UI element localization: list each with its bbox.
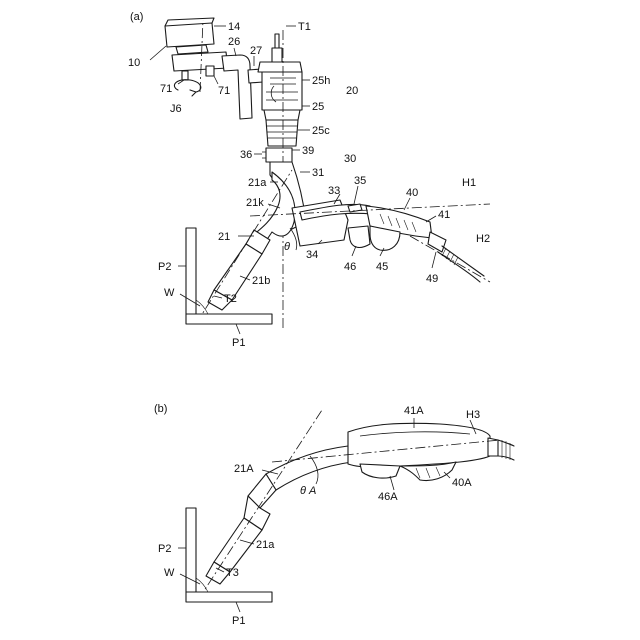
label-25h: 25h [312,75,330,87]
rotation-shaft-right [206,66,214,76]
label-p2: P2 [158,261,171,273]
panel-b: (b) [154,403,514,627]
label-p2-b: P2 [158,543,171,555]
rotation-arrowhead [190,90,196,96]
label-27: 27 [250,45,262,57]
label-40: 40 [406,187,418,199]
label-25: 25 [312,101,324,113]
label-46A: 46A [378,491,398,503]
holder-ring-25 [264,110,300,120]
label-35: 35 [354,175,366,187]
trigger-46 [348,226,370,247]
label-41: 41 [438,209,450,221]
holder-collar-25c [266,120,298,146]
label-h3: H3 [466,409,480,421]
label-20: 20 [346,85,358,97]
panel-b-label: (b) [154,403,167,415]
label-j6: J6 [170,103,182,115]
panel-a: (a) [128,11,490,349]
label-t1: T1 [298,21,311,33]
weld-bead-w-b [196,578,208,592]
leader-71b [214,76,218,84]
label-31: 31 [312,167,324,179]
label-w-b: W [164,567,175,579]
leader-p1-b [236,602,240,612]
label-71-right: 71 [218,85,230,97]
label-71-left: 71 [160,83,172,95]
label-46: 46 [344,261,356,273]
top-pin [275,34,279,48]
label-26: 26 [228,36,240,48]
torch-barrel-21b [214,244,262,300]
label-34: 34 [306,249,318,261]
leader-46A [390,476,394,490]
label-21: 21 [218,231,230,243]
label-45: 45 [376,261,388,273]
cable-lower [438,252,480,282]
label-36: 36 [240,149,252,161]
rotation-shaft-left [182,71,188,80]
cable-connector-49 [428,232,446,252]
label-theta: θ [284,241,290,253]
plate-p1 [186,314,272,324]
label-w: W [164,287,175,299]
handle-41A [348,423,490,467]
label-21a-b: 21a [256,539,275,551]
label-41A: 41A [404,405,424,417]
wrist-flange [176,45,208,54]
label-21A: 21A [234,463,254,475]
label-40A: 40A [452,477,472,489]
torch-neck-21A [266,446,352,490]
label-thetaA: θ A [300,485,316,497]
label-49: 49 [426,273,438,285]
label-30: 30 [344,153,356,165]
label-p1: P1 [232,337,245,349]
cable-ribs-b [502,440,510,460]
wrist-joint-block [172,52,228,71]
axis-t2-line [196,170,292,324]
clamp-screw-36 [262,152,266,158]
leader-10 [150,46,166,60]
leader-41 [426,216,436,222]
label-14: 14 [228,21,240,33]
motor-housing-14 [165,23,214,47]
rotation-arrow-j6 [174,80,200,92]
label-p1-b: P1 [232,615,245,627]
cable-upper [442,246,484,276]
leader-p1 [236,324,240,334]
label-21k: 21k [246,197,264,209]
torch-b [198,410,514,600]
plate-p1-b [186,592,272,602]
label-10: 10 [128,57,140,69]
top-connector [272,48,282,62]
leader-49 [432,252,436,268]
label-h1: H1 [462,177,476,189]
leader-46 [352,246,356,256]
label-25c: 25c [312,125,330,137]
trigger-46A [360,464,400,478]
clamp-39 [266,148,292,162]
angle-arc-theta [290,228,297,250]
label-t2: T2 [224,293,237,305]
panel-a-label: (a) [130,11,143,23]
label-21a: 21a [248,177,267,189]
label-t3: T3 [226,567,239,579]
label-39: 39 [302,145,314,157]
label-h2: H2 [476,233,490,245]
leader-35 [354,186,358,204]
label-33: 33 [328,185,340,197]
label-21b: 21b [252,275,270,287]
plate-p2 [186,228,196,314]
holder-cap [258,62,302,72]
